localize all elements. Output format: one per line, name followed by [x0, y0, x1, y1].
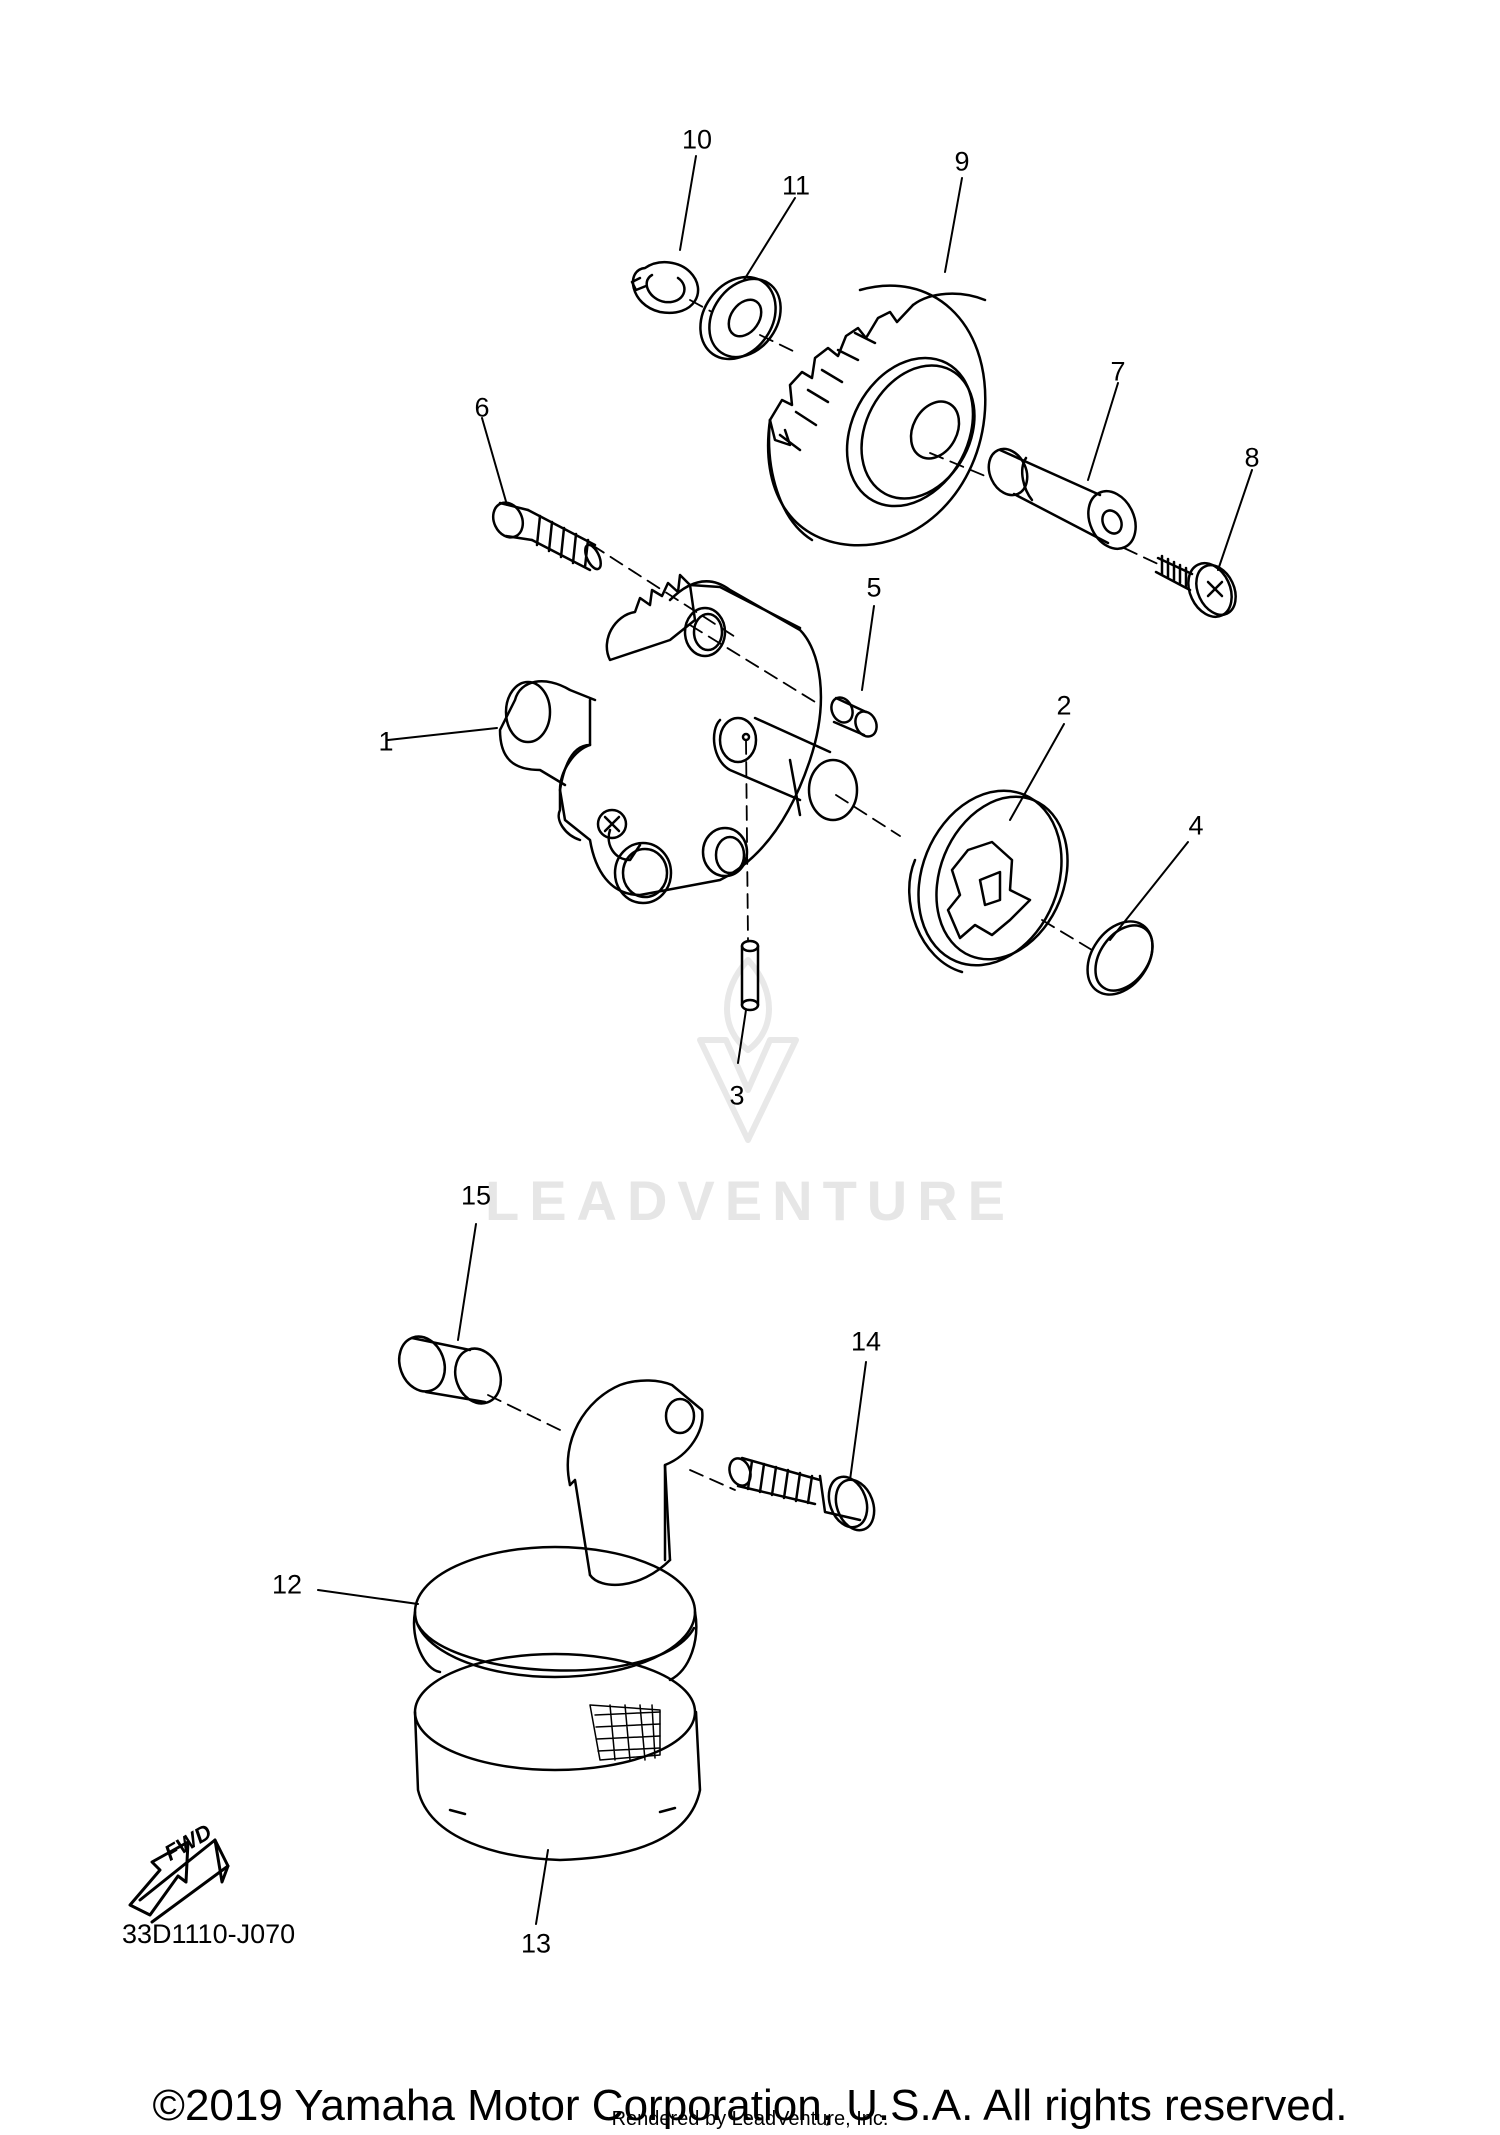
part-11-washer — [699, 275, 782, 361]
part-8-screw — [1154, 554, 1237, 618]
part-1-pump-body — [498, 573, 859, 905]
callout-6: 6 — [474, 392, 490, 423]
part-15-collar — [397, 1335, 503, 1405]
callout-7: 7 — [1110, 356, 1126, 387]
part-2-rotor — [907, 789, 1069, 974]
part-14-bolt — [728, 1456, 876, 1532]
part-13-strainer-screen — [413, 1652, 702, 1862]
part-12-strainer-housing — [412, 1379, 704, 1682]
callout-12: 12 — [271, 1569, 303, 1600]
copyright-notice: ©2019 Yamaha Motor Corporation, U.S.A. A… — [152, 2081, 1348, 2130]
callout-1: 1 — [378, 726, 394, 757]
fwd-arrow-icon — [128, 1838, 230, 1924]
callout-15: 15 — [460, 1180, 492, 1211]
callout-14: 14 — [850, 1326, 882, 1357]
diagram-part-code: 33D1110-J070 — [122, 1919, 296, 1949]
part-9-gear — [766, 284, 987, 547]
rendered-by-notice: Rendered by LeadVenture, Inc. — [611, 2108, 889, 2130]
watermark-logo — [697, 957, 799, 1143]
callout-9: 9 — [954, 146, 970, 177]
callout-2: 2 — [1056, 690, 1072, 721]
part-6-bolt — [491, 501, 602, 572]
part-4-ring — [1086, 920, 1154, 996]
leader-lines — [317, 155, 1253, 1925]
part-5-dowel-pin — [830, 696, 878, 738]
part-10-circlip — [630, 260, 700, 315]
callout-5: 5 — [866, 572, 882, 603]
callout-8: 8 — [1244, 442, 1260, 473]
watermark-text: LEADVENTURE — [484, 1169, 1016, 1232]
callout-11: 11 — [781, 170, 811, 201]
part-7-shaft — [987, 447, 1137, 550]
alignment-lines — [487, 299, 1161, 1491]
callout-4: 4 — [1188, 810, 1204, 841]
callout-13: 13 — [520, 1928, 552, 1959]
part-3-pin — [740, 939, 760, 1012]
callout-10: 10 — [681, 124, 713, 155]
callout-3: 3 — [729, 1080, 745, 1111]
